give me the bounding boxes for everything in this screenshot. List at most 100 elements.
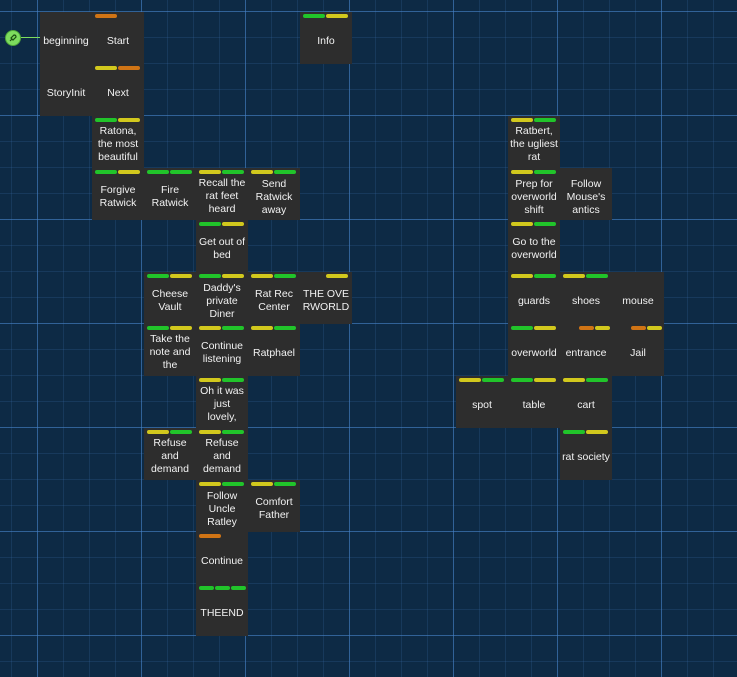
passage-cart[interactable]: cart	[560, 376, 612, 428]
tag-green	[222, 326, 244, 330]
tag-green	[199, 586, 214, 590]
passage-title: cart	[577, 398, 595, 411]
passage-ratona[interactable]: Ratona, the most beautiful	[92, 116, 144, 168]
passage-table[interactable]: table	[508, 376, 560, 428]
passage-tags	[43, 14, 89, 18]
passage-title: Ratphael	[252, 346, 296, 359]
passage-mouse[interactable]: mouse	[612, 272, 664, 324]
tag-yellow	[563, 274, 585, 278]
passage-prep-overworld-shift[interactable]: Prep for overworld shift	[508, 168, 560, 220]
passage-continue[interactable]: Continue	[196, 532, 248, 584]
passage-tags	[199, 222, 245, 226]
tag-green	[274, 274, 296, 278]
passage-daddys-private-diner[interactable]: Daddy's private Diner	[196, 272, 248, 324]
tag-yellow	[199, 430, 221, 434]
passage-title: Ratona, the most beautiful	[97, 125, 139, 163]
passage-oh-it-was-just-lovely[interactable]: Oh it was just lovely,	[196, 376, 248, 428]
tag-green	[222, 378, 244, 382]
passage-tags	[95, 14, 141, 18]
passage-refuse-and-demand-1[interactable]: Refuse and demand	[144, 428, 196, 480]
passage-overworld[interactable]: overworld	[508, 324, 560, 376]
passage-title: Prep for overworld shift	[511, 177, 557, 216]
passage-the-end[interactable]: THEEND	[196, 584, 248, 636]
tag-orange	[199, 534, 221, 538]
tag-green	[586, 274, 608, 278]
passage-title: entrance	[565, 346, 607, 359]
passage-next[interactable]: Next	[92, 64, 144, 116]
passage-title: Fire Ratwick	[151, 184, 189, 209]
tag-green	[170, 430, 192, 434]
passage-go-to-overworld[interactable]: Go to the overworld	[508, 220, 560, 272]
passage-continue-listening[interactable]: Continue listening	[196, 324, 248, 376]
passage-tags	[511, 222, 557, 226]
passage-rat-rec-center[interactable]: Rat Rec Center	[248, 272, 300, 324]
passage-beginning[interactable]: beginning	[40, 12, 92, 64]
tag-yellow	[222, 222, 244, 226]
tag-green	[222, 482, 244, 486]
passage-title: shoes	[571, 294, 601, 307]
passage-jail[interactable]: Jail	[612, 324, 664, 376]
passage-take-the-note[interactable]: Take the note and the	[144, 324, 196, 376]
passage-tags	[147, 430, 193, 434]
tag-yellow	[563, 378, 585, 382]
passage-title: rat society	[562, 450, 610, 463]
passage-recall-rat-feet[interactable]: Recall the rat feet heard	[196, 168, 248, 220]
tag-yellow	[534, 326, 556, 330]
passage-refuse-and-demand-2[interactable]: Refuse and demand	[196, 428, 248, 480]
tag-green	[274, 170, 296, 174]
tag-green	[586, 378, 608, 382]
tag-green	[199, 222, 221, 226]
passage-info[interactable]: Info	[300, 12, 352, 64]
passage-tags	[303, 14, 349, 18]
passage-tags	[95, 66, 141, 70]
passage-forgive-ratwick[interactable]: Forgive Ratwick	[92, 168, 144, 220]
passage-get-out-of-bed[interactable]: Get out of bed	[196, 220, 248, 272]
passage-tags	[199, 430, 245, 434]
passage-title: Cheese Vault	[151, 288, 189, 313]
passage-tags	[147, 170, 193, 174]
passage-title: Rat Rec Center	[255, 288, 293, 313]
passage-ratphael[interactable]: Ratphael	[248, 324, 300, 376]
passage-fire-ratwick[interactable]: Fire Ratwick	[144, 168, 196, 220]
passage-title: Take the note and the	[149, 333, 191, 371]
passage-title: Send Ratwick away	[255, 177, 293, 216]
tag-yellow	[534, 378, 556, 382]
passage-tags	[199, 534, 245, 538]
passage-title: Follow Uncle Ratley	[206, 489, 238, 528]
tag-none	[615, 326, 630, 330]
passage-tags	[147, 274, 193, 278]
tag-yellow	[251, 326, 273, 330]
passage-shoes[interactable]: shoes	[560, 272, 612, 324]
tag-orange	[631, 326, 646, 330]
passage-rat-society[interactable]: rat society	[560, 428, 612, 480]
tag-none	[303, 274, 325, 278]
tag-yellow	[222, 274, 244, 278]
tag-green	[534, 274, 556, 278]
passage-entrance[interactable]: entrance	[560, 324, 612, 376]
passage-spot[interactable]: spot	[456, 376, 508, 428]
tag-yellow	[199, 326, 221, 330]
passage-tags	[199, 170, 245, 174]
tag-yellow	[170, 274, 192, 278]
passage-send-ratwick-away[interactable]: Send Ratwick away	[248, 168, 300, 220]
passage-comfort-father[interactable]: Comfort Father	[248, 480, 300, 532]
passage-tags	[251, 274, 297, 278]
passage-tags	[147, 326, 193, 330]
rocket-icon[interactable]	[5, 30, 21, 46]
passage-title: Get out of bed	[198, 236, 246, 261]
passage-tags	[251, 170, 297, 174]
passage-start[interactable]: Start	[92, 12, 144, 64]
tag-yellow	[511, 274, 533, 278]
passage-follow-uncle-ratley[interactable]: Follow Uncle Ratley	[196, 480, 248, 532]
passage-guards[interactable]: guards	[508, 272, 560, 324]
passage-storyinit[interactable]: StoryInit	[40, 64, 92, 116]
passage-follow-mouse-antics[interactable]: Follow Mouse's antics	[560, 168, 612, 220]
passage-the-overworld[interactable]: THE OVERWORLD	[300, 272, 352, 324]
passage-cheese-vault[interactable]: Cheese Vault	[144, 272, 196, 324]
passage-tags	[43, 66, 89, 70]
passage-title: Info	[317, 34, 335, 47]
passage-ratbert[interactable]: Ratbert, the ugliest rat	[508, 116, 560, 168]
passage-title: spot	[472, 398, 492, 411]
passage-title: Daddy's private Diner	[203, 281, 241, 320]
